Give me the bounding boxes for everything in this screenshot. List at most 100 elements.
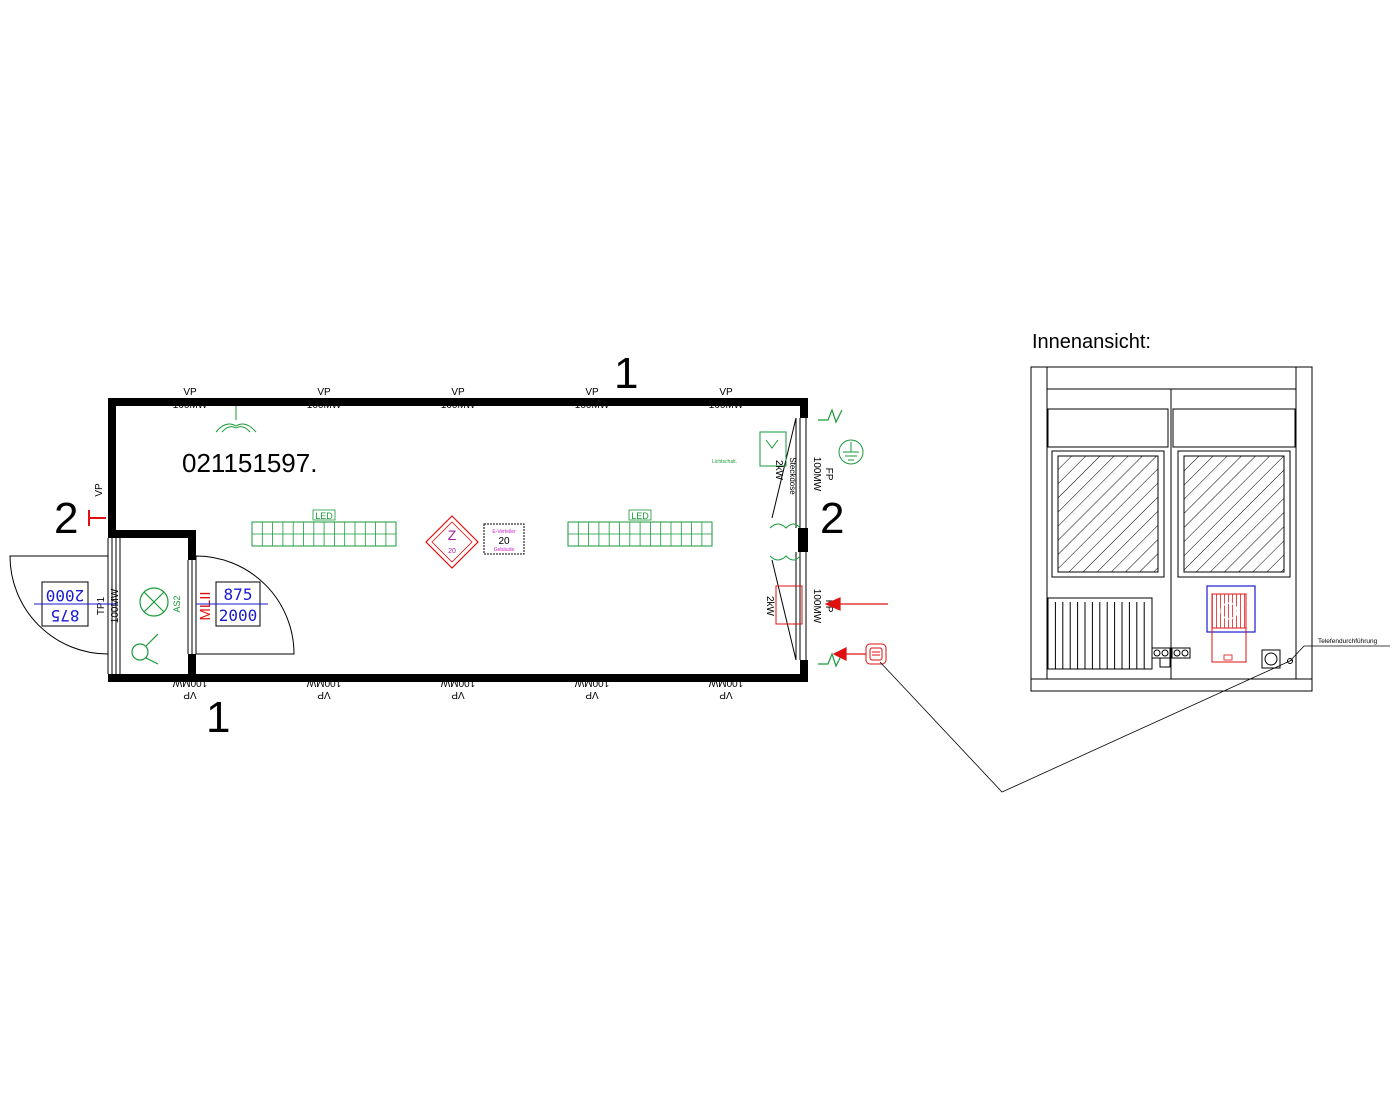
wall-label-thickness: 100MW (110, 588, 121, 623)
led-label: LED (315, 511, 333, 521)
inner-door-swing (195, 555, 295, 655)
entry-door-swing (9, 555, 109, 655)
outer-walls (108, 398, 808, 682)
heater-power-label: 2kW (773, 460, 784, 481)
vestibule-wall-type: TP1 (96, 596, 107, 615)
wall-label-thickness: 100MW (811, 457, 822, 492)
entry-door-width: 875 (51, 606, 80, 625)
radiator (1047, 597, 1153, 670)
entry-door-spec: 875 2000 (34, 581, 118, 627)
section-markers: 1 1 2 2 (54, 349, 844, 742)
vestibule-wall-right (188, 530, 196, 560)
wall-label-vp: VP (451, 689, 465, 700)
right-wall-label-lower: 100MW FP (811, 589, 834, 624)
wall-right-bottom (800, 660, 808, 682)
panel-text-top: E-Verteiler (492, 529, 516, 535)
interior-phone-jack (1261, 649, 1293, 669)
door-swings (9, 555, 295, 655)
sign-number: 20 (448, 548, 456, 555)
entry-door-height: 2000 (46, 586, 85, 605)
feed-arrows (824, 597, 888, 661)
wall-label-vp: VP (719, 689, 733, 700)
interior-view: Innenansicht: (1030, 331, 1390, 692)
warning-sign-icon: Z 20 (425, 515, 479, 569)
lamp-icon (139, 587, 169, 617)
wall-label-left: VP 100MW (94, 472, 119, 507)
wall-label-fp: FP (823, 600, 834, 613)
door-height: 2000 (219, 606, 258, 625)
wall-label-vp: VP (183, 387, 197, 398)
wall-left-upper (108, 398, 116, 538)
led-light-right: LED (567, 509, 713, 547)
power-feed-icon (818, 408, 843, 668)
interior-title: Innenansicht: (1032, 331, 1151, 353)
wall-label-thickness: 100MW (108, 472, 119, 507)
section-marker-1-bottom: 1 (206, 693, 230, 742)
interior-frame (1030, 366, 1313, 692)
heater-power-label-lower: 2kW (764, 596, 775, 617)
heater-lower: 2kW (764, 585, 803, 625)
motion-sensor-icon (131, 633, 159, 665)
wall-labels-top: VP 100MW VP 100MW VP 100MW VP 100MW VP 1… (173, 387, 744, 411)
panel-text-bottom: Gebäude (494, 547, 515, 553)
wall-label-thickness: 100MW (708, 677, 743, 688)
vestibule-wall-top (108, 530, 196, 538)
inner-door-spec: MLII 875 2000 (196, 581, 268, 627)
wall-label-thickness: 100MW (172, 677, 207, 688)
section-marker-tick (88, 510, 106, 526)
wall-label-thickness: 100MW (709, 400, 744, 411)
antenna-icon (215, 406, 257, 433)
socket-label: Steckdose (788, 457, 797, 495)
wall-label-thickness: 100MW (441, 400, 476, 411)
phone-socket-icon (865, 643, 887, 665)
vestibule-wall-right-lower (188, 654, 196, 682)
wall-label-thickness: 100MW (306, 677, 341, 688)
sign-symbol: Z (448, 527, 457, 543)
wall-label-vp: VP (317, 387, 331, 398)
interior-windows (1051, 450, 1291, 578)
section-marker-2-right: 2 (820, 494, 844, 543)
wall-label-vp: VP (451, 387, 465, 398)
lamp-tag-text: AS2 (172, 595, 182, 612)
distribution-panel: E-Verteiler 20 Gebäude (483, 523, 525, 555)
heater-upper: 2kW Steckdose (759, 431, 797, 495)
led-light-left: LED (251, 509, 397, 547)
small-note: Lichtschalt. (712, 459, 737, 465)
wall-label-thickness: 100MW (440, 677, 475, 688)
wall-label-thickness: 100MW (574, 677, 609, 688)
upper-cabinets (1047, 408, 1296, 448)
phone-leader-line (879, 659, 1293, 793)
led-label: LED (631, 511, 649, 521)
section-marker-2-left: 2 (54, 494, 78, 543)
wall-label-thickness: 100MW (811, 589, 822, 624)
wall-top (108, 398, 808, 406)
wall-label-fp: FP (823, 468, 834, 481)
container-id: 021151597. (182, 448, 317, 478)
lamp-tag: AS2 (172, 595, 182, 612)
wall-label-vp: VP (585, 689, 599, 700)
wall-label-vp: VP (317, 689, 331, 700)
wall-label-vp: VP (719, 387, 733, 398)
right-wall-label-upper: 100MW FP (811, 457, 834, 492)
wall-label-thickness: 100MW (173, 400, 208, 411)
wall-label-vp: VP (585, 387, 599, 398)
interior-heater (1206, 585, 1256, 663)
wall-right-top (800, 398, 808, 418)
phone-label-text: Telefendurchführung (1318, 638, 1378, 645)
wall-label-vp: VP (94, 483, 105, 497)
right-windows (771, 417, 807, 661)
switch-arcs (769, 523, 801, 561)
door-tag: MLII (197, 591, 214, 620)
section-marker-1-top: 1 (614, 349, 638, 398)
panel-number: 20 (498, 536, 510, 547)
wall-label-thickness: 100MW (575, 400, 610, 411)
wall-bottom (108, 674, 808, 682)
wall-label-thickness: 100MW (307, 400, 342, 411)
ground-icon (838, 439, 864, 465)
wall-label-vp: VP (183, 689, 197, 700)
wall-right-pillar (798, 528, 808, 552)
vestibule-window (107, 538, 193, 674)
wall-sockets (1151, 647, 1191, 668)
